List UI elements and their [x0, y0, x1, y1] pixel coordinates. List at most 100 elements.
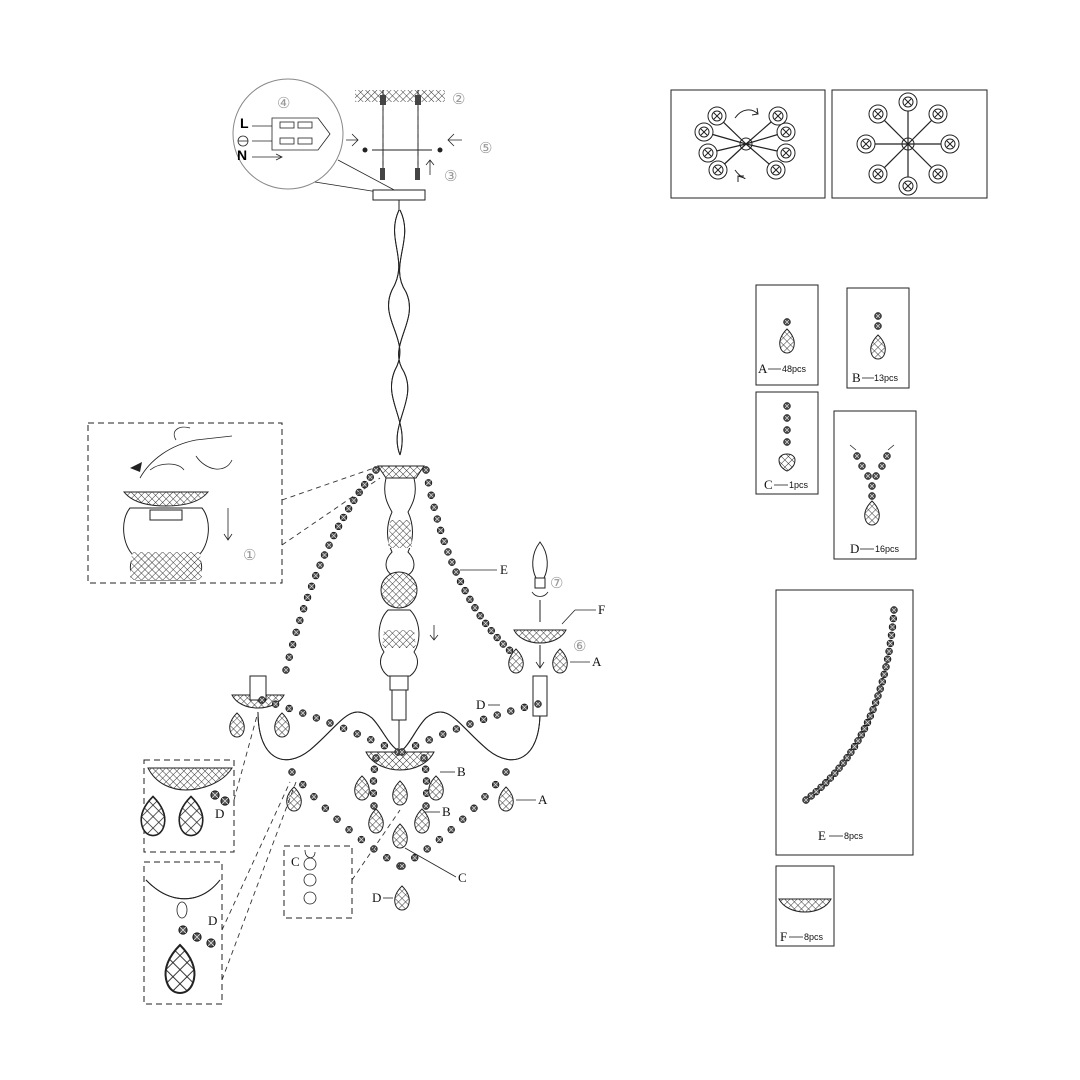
bead	[499, 640, 507, 648]
c-detail-callout: C	[283, 809, 401, 919]
bead	[424, 479, 433, 487]
bead	[333, 815, 341, 823]
arrow-icon	[346, 133, 359, 147]
bead	[307, 582, 316, 591]
bead	[481, 792, 489, 801]
step-2-number: ②	[452, 91, 465, 108]
arm-socket-icon	[707, 106, 727, 126]
bead	[869, 705, 877, 714]
arm-socket-icon	[898, 176, 918, 196]
bead	[334, 522, 343, 531]
part-e-letter: E	[818, 828, 826, 843]
bead	[339, 513, 348, 522]
rotate-arrow-icon	[130, 462, 142, 472]
bead	[889, 614, 898, 623]
bead	[398, 748, 406, 756]
bead	[430, 503, 438, 512]
step-3-number: ③	[444, 168, 457, 185]
bead	[370, 802, 378, 810]
bead	[470, 804, 478, 812]
column-assembly-callout: ①	[87, 422, 381, 584]
rotate-arrow-icon	[751, 107, 759, 116]
arm-socket-icon	[928, 104, 948, 124]
label-c: C	[458, 870, 467, 885]
bead	[534, 700, 542, 708]
bead	[411, 854, 419, 862]
arm-socket-icon	[768, 106, 788, 126]
bead	[288, 768, 296, 776]
arrow-icon	[425, 159, 435, 175]
hook-detail-callout-2: D	[143, 781, 297, 1005]
bead	[380, 742, 389, 750]
bead	[890, 606, 898, 614]
bead	[321, 804, 330, 812]
screw-icon	[380, 168, 385, 180]
part-c-letter: C	[764, 477, 773, 492]
arm-socket-icon	[708, 160, 728, 180]
part-b-count: 13pcs	[874, 373, 899, 383]
part-d-count: 16pcs	[875, 544, 900, 554]
bead	[357, 835, 366, 844]
bead	[285, 653, 293, 661]
part-f-count: 8pcs	[804, 932, 824, 942]
ceiling-installation: ② ⑤ ③	[346, 90, 492, 185]
bead	[383, 854, 391, 862]
part-a-count: 48pcs	[782, 364, 807, 374]
bead	[866, 712, 875, 720]
label-e: E	[500, 562, 508, 577]
screw-icon	[415, 168, 420, 180]
detail-label-c: C	[291, 854, 300, 869]
bead	[427, 491, 435, 499]
bead	[325, 541, 333, 549]
bead	[320, 551, 329, 559]
arm-layout-panel-2	[831, 89, 988, 199]
part-e-count: 8pcs	[844, 831, 864, 841]
bead	[452, 568, 460, 576]
arm-socket-icon	[776, 143, 796, 163]
live-label: L	[240, 115, 249, 131]
bead	[502, 768, 510, 776]
arrow-down-icon	[429, 625, 439, 641]
bead	[271, 700, 280, 708]
bead	[886, 639, 895, 648]
label-a-right: A	[538, 792, 548, 807]
bead	[312, 714, 321, 722]
bead	[882, 663, 890, 671]
part-a-letter: A	[758, 361, 768, 376]
bead	[299, 709, 307, 717]
part-labels: E F A D B B A C D	[372, 562, 605, 905]
part-a-card: A 48pcs	[755, 284, 819, 386]
bead	[282, 666, 290, 674]
bead	[339, 724, 348, 733]
arm-socket-icon	[698, 143, 718, 163]
canopy-and-chain	[372, 189, 426, 456]
rotate-icon	[531, 591, 549, 597]
arm-socket-icon	[868, 164, 888, 184]
hook-detail-callout-1: D	[140, 711, 259, 853]
part-b-card: B 13pcs	[846, 287, 910, 389]
bead	[299, 780, 307, 789]
arm-socket-icon	[928, 164, 948, 184]
bead	[411, 742, 420, 750]
bead	[423, 845, 431, 853]
label-b-upper: B	[457, 764, 466, 779]
center-bowl	[365, 751, 435, 771]
bead	[420, 754, 428, 762]
bead	[436, 526, 445, 535]
bead	[456, 577, 465, 586]
arrow-down-icon	[223, 508, 233, 541]
label-a-top: A	[592, 654, 602, 669]
bead	[447, 825, 455, 834]
bead	[299, 605, 308, 613]
bead	[860, 725, 869, 733]
bead	[435, 835, 444, 844]
label-d-bottom: D	[372, 890, 381, 905]
ceiling-surface	[355, 90, 445, 102]
bead	[258, 696, 266, 704]
detail-label-d-2: D	[208, 913, 217, 928]
bead	[876, 685, 884, 693]
rotate-arrow-icon	[734, 109, 759, 119]
detail-label-d-1: D	[215, 806, 224, 821]
wall-plug-icon	[415, 95, 421, 105]
